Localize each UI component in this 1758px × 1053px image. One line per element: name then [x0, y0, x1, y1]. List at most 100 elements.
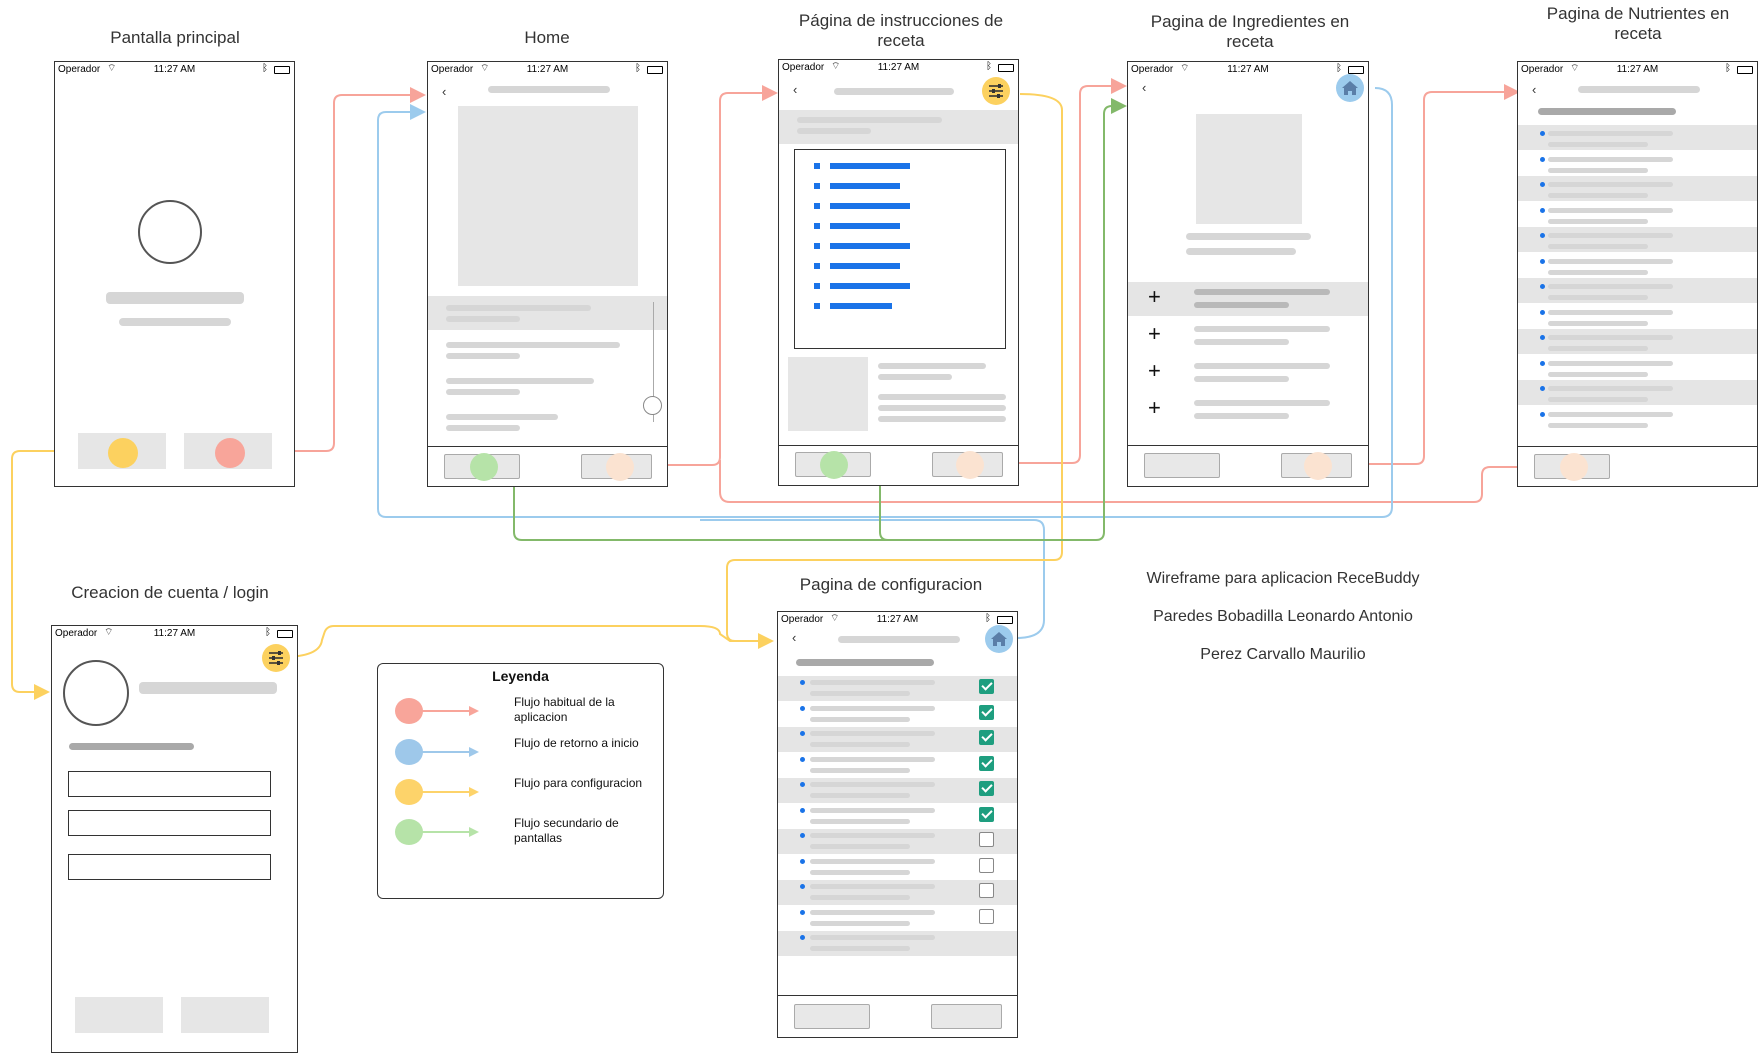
plus-icon[interactable]: + [1148, 321, 1161, 346]
back-icon[interactable]: ‹ [793, 82, 798, 97]
text-placeholder [878, 374, 952, 380]
plus-icon[interactable]: + [1148, 395, 1161, 420]
screen-instrucciones: Operador⌔ 11:27 AM ᛒ ‹ [778, 59, 1019, 486]
screen-home: Operador⌔ 11:27 AM ᛒ ‹ [427, 61, 668, 487]
status-time: 11:27 AM [876, 614, 919, 625]
legend-label: Flujo habitual de la aplicacion [514, 695, 615, 724]
bullet-icon [1540, 156, 1545, 162]
flow-yel-2 [281, 625, 774, 658]
bluetooth-icon: ᛒ [986, 61, 992, 72]
status-time: 11:27 AM [877, 62, 920, 73]
text-placeholder [446, 425, 520, 431]
checkbox-icon[interactable] [979, 755, 994, 771]
text-placeholder [1194, 302, 1289, 308]
list-item-highlight[interactable] [428, 296, 667, 330]
battery-icon [997, 616, 1013, 624]
home-icon[interactable] [985, 625, 1013, 653]
flow-dot-green [820, 451, 848, 479]
battery-icon [1737, 66, 1753, 74]
list-line [830, 303, 892, 309]
scrollbar-thumb[interactable] [643, 396, 662, 415]
bluetooth-icon: ᛒ [985, 613, 991, 624]
text-placeholder [810, 716, 910, 722]
email-field[interactable] [68, 810, 271, 836]
flow-dot-red-light [606, 453, 634, 481]
legend-arrow [421, 787, 479, 797]
login-button[interactable] [181, 997, 269, 1033]
plus-icon[interactable]: + [1148, 284, 1161, 309]
text-placeholder [1548, 156, 1673, 162]
text-placeholder [810, 935, 935, 940]
flow-red-4 [1318, 84, 1520, 465]
bottom-bar [1128, 445, 1368, 446]
checkbox-icon[interactable] [979, 857, 994, 873]
checkbox-icon[interactable] [979, 883, 994, 898]
text-placeholder [1548, 295, 1648, 300]
save-button[interactable] [931, 1004, 1002, 1029]
bullet-icon [800, 680, 805, 685]
bluetooth-icon: ᛒ [262, 63, 268, 74]
settings-sliders-icon[interactable] [262, 644, 290, 672]
back-icon[interactable]: ‹ [442, 84, 447, 99]
text-placeholder [1548, 142, 1648, 147]
battery-icon [647, 66, 663, 74]
text-placeholder [1548, 193, 1648, 198]
status-time: 11:27 AM [1616, 64, 1659, 75]
flow-dot-red-light [956, 451, 984, 479]
status-time: 11:27 AM [526, 64, 569, 75]
checkbox-icon[interactable] [979, 781, 994, 796]
status-bar: Operador⌔ 11:27 AM ᛒ [55, 62, 294, 77]
cancel-button[interactable] [794, 1004, 870, 1029]
back-icon[interactable]: ‹ [1532, 82, 1537, 97]
image-placeholder [788, 357, 868, 431]
text-placeholder [1194, 363, 1330, 369]
checkbox-icon[interactable] [979, 908, 994, 924]
nav-title-placeholder [488, 86, 610, 93]
bottom-bar [779, 445, 1018, 446]
home-icon[interactable] [1336, 74, 1364, 102]
password-field[interactable] [68, 854, 271, 880]
text-placeholder [810, 869, 910, 875]
flow-yel-1 [11, 450, 116, 700]
text-placeholder [1548, 309, 1673, 315]
register-button[interactable] [75, 997, 163, 1033]
settings-sliders-icon[interactable] [982, 77, 1010, 105]
checkbox-icon[interactable] [979, 704, 994, 720]
avatar-placeholder [138, 200, 202, 264]
screen-title-instrucciones: Página de instrucciones de receta [798, 11, 1004, 51]
plus-icon[interactable]: + [1148, 358, 1161, 383]
username-field[interactable] [68, 771, 271, 797]
flow-dot-red [215, 438, 245, 468]
screen-title-ingredientes: Pagina de Ingredientes en receta [1150, 12, 1350, 52]
nav-title-placeholder [838, 636, 960, 643]
checkbox-icon[interactable] [979, 832, 994, 847]
legend-title: Leyenda [492, 668, 549, 684]
subtitle-placeholder [1186, 248, 1296, 255]
list-line [830, 163, 910, 169]
screen-configuracion: Operador⌔ 11:27 AM ᛒ ‹ [777, 611, 1018, 1038]
text-placeholder [1548, 218, 1648, 224]
text-placeholder [446, 389, 520, 395]
checkbox-icon[interactable] [979, 730, 994, 745]
checkbox-icon[interactable] [979, 806, 994, 822]
wifi-icon: ⌔ [831, 61, 841, 72]
back-icon[interactable]: ‹ [792, 630, 797, 645]
list-line [830, 243, 910, 249]
legend-dot [395, 739, 423, 765]
text-placeholder [810, 793, 910, 798]
status-operator: Operador [1521, 64, 1564, 75]
ingredient-row-highlight[interactable] [1128, 282, 1368, 316]
checkbox-icon[interactable] [979, 679, 994, 694]
legend-dot [395, 698, 423, 724]
secondary-button[interactable] [1144, 453, 1220, 478]
bullet-icon [1540, 335, 1545, 340]
text-placeholder [878, 363, 986, 369]
text-placeholder [810, 909, 935, 915]
flow-red-1 [228, 87, 426, 452]
text-placeholder [878, 394, 1006, 400]
text-placeholder [446, 305, 591, 311]
scrollbar-track[interactable] [653, 302, 654, 422]
back-icon[interactable]: ‹ [1142, 80, 1147, 95]
info-project: Wireframe para aplicacion ReceBuddy [1146, 570, 1420, 587]
